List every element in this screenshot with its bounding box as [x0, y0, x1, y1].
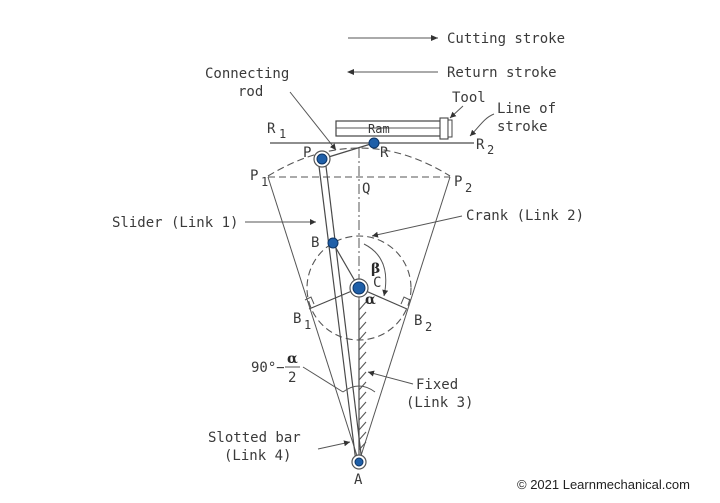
slotted-bar-extreme-left	[267, 176, 360, 463]
slotted-bar-left-edge	[317, 157, 357, 463]
slotted-bar-label-line2: (Link 4)	[224, 448, 291, 464]
slotted-bar-end-arc	[267, 147, 451, 177]
fixed-label-line1: Fixed	[416, 377, 458, 393]
b2-sub: 2	[425, 320, 432, 334]
return-stroke-label: Return stroke	[447, 65, 557, 81]
p2-label: P	[454, 174, 462, 190]
ram-label: Ram	[368, 122, 390, 136]
fixed-link-hatching	[358, 300, 367, 455]
fixed-label-line2: (Link 3)	[406, 395, 473, 411]
crank-leader	[371, 215, 463, 238]
slotted-bar-leader	[317, 440, 351, 450]
connecting-rod-leader	[289, 91, 337, 151]
tool-label: Tool	[452, 90, 486, 106]
p1-sub: 1	[261, 175, 268, 189]
connecting-rod	[321, 142, 375, 160]
c-label: C	[373, 275, 381, 291]
pin-r	[368, 137, 380, 149]
angle-90-label: 90°−	[251, 360, 285, 376]
p2-sub: 2	[465, 181, 472, 195]
a-label: A	[354, 472, 363, 488]
right-angle-b1	[304, 296, 315, 305]
angle-leader	[302, 366, 344, 393]
r-label: R	[380, 145, 389, 161]
q-label: Q	[362, 181, 370, 197]
crank-rotation-arrow	[363, 243, 389, 297]
angle-alpha-numerator: α	[287, 351, 298, 367]
fixed-leader	[367, 370, 414, 385]
r2-label: R	[476, 137, 485, 153]
angle-arc-at-a	[342, 385, 376, 393]
pin-b	[327, 237, 339, 249]
cutting-stroke-label: Cutting stroke	[447, 31, 565, 47]
slotted-bar-right-edge	[324, 157, 363, 463]
alpha-label: α	[365, 292, 376, 308]
beta-label: β	[371, 261, 380, 277]
b1-label: B	[293, 311, 301, 327]
b-label: B	[311, 235, 319, 251]
pin-p	[316, 153, 328, 165]
copyright-text: © 2021 Learnmechanical.com	[517, 477, 690, 492]
connecting-rod-label-line1: Connecting	[205, 66, 289, 82]
r1-sub: 1	[279, 127, 286, 141]
angle-denominator: 2	[288, 370, 296, 386]
right-angle-b2	[400, 296, 411, 305]
tool-holder	[439, 117, 449, 140]
line-of-stroke-label-line1: Line of	[497, 101, 556, 117]
line-of-stroke-leader	[469, 113, 495, 137]
r2-sub: 2	[487, 143, 494, 157]
pin-c	[352, 281, 366, 295]
p1-label: P	[250, 168, 258, 184]
line-of-stroke-label-line2: stroke	[497, 119, 548, 135]
tool-bit	[447, 119, 453, 138]
crank-label: Crank (Link 2)	[466, 208, 584, 224]
slotted-bar-extreme-right	[358, 176, 451, 463]
slider-label: Slider (Link 1)	[112, 215, 238, 231]
slotted-bar-label-line1: Slotted bar	[208, 430, 301, 446]
connecting-rod-label-line2: rod	[238, 84, 263, 100]
b2-label: B	[414, 313, 422, 329]
r1-label: R	[267, 121, 276, 137]
b1-sub: 1	[304, 318, 311, 332]
p-label: P	[303, 145, 311, 161]
pin-a	[354, 457, 364, 467]
tool-leader	[449, 105, 464, 119]
